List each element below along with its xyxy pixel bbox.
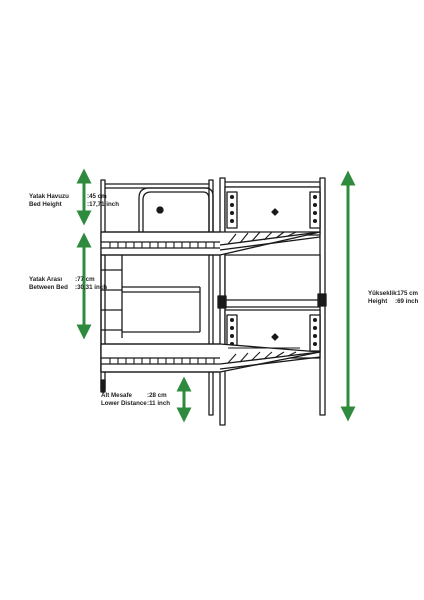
between-bed-en-row: Between Bed: 30,31 inch — [29, 284, 107, 291]
bed-height-tr-value: 45 cm — [89, 193, 107, 200]
lower-distance-tr-value: 28 cm — [149, 392, 167, 399]
dimension-arrows — [76, 168, 356, 423]
bed-height-en-name: Bed Height — [29, 201, 62, 208]
between-bed-tr-name: Yatak Arası — [29, 276, 63, 283]
height-en-row: Height: 69 inch — [368, 298, 419, 305]
lower-distance-en-value: 11 inch — [149, 400, 171, 407]
bed-height-en-row: Bed Height: 17,71 inch — [29, 201, 119, 208]
bed-height-tr-row: Yatak Havuzu: 45 cm — [29, 193, 107, 200]
height-en-value: 69 inch — [397, 298, 419, 305]
height-tr-row: Yükseklik: 175 cm — [368, 290, 419, 297]
upper-headboard — [224, 186, 321, 236]
left-foot — [100, 379, 106, 393]
height-tr-name: Yükseklik — [368, 290, 397, 297]
height-en-name: Height — [368, 298, 388, 305]
lower-bunk-slats — [109, 347, 300, 364]
lower-distance-label: Alt Mesafe: 28 cm Lower Distance: 11 inc… — [101, 392, 170, 408]
upper-bunk-slats — [109, 231, 297, 248]
upper-bunk-deck — [100, 231, 321, 256]
lower-distance-tr-row: Alt Mesafe: 28 cm — [101, 392, 167, 399]
lower-bunk-deck — [100, 343, 321, 373]
between-bed-tr-value: 77 cm — [77, 276, 95, 283]
between-bed-label: Yatak Arası: 77 cm Between Bed: 30,31 in… — [29, 276, 107, 292]
between-bed-en-name: Between Bed — [29, 284, 68, 291]
head-end-rails — [225, 181, 320, 188]
between-bed-en-value: 30,31 inch — [77, 284, 107, 291]
bed-height-label: Yatak Havuzu: 45 cm Bed Height: 17,71 in… — [29, 193, 119, 209]
middle-panel — [217, 254, 327, 309]
height-label: Yükseklik: 175 cm Height: 69 inch — [368, 290, 418, 306]
foot-end-posts — [100, 179, 214, 416]
lower-distance-tr-name: Alt Mesafe — [101, 392, 132, 399]
guard-rail — [138, 187, 214, 232]
bed-height-en-value: 17,71 inch — [89, 201, 119, 208]
bed-height-tr-name: Yatak Havuzu — [29, 193, 69, 200]
side-rail — [122, 286, 201, 333]
lower-distance-en-name: Lower Distance — [101, 400, 147, 407]
bunk-bed-frame — [100, 177, 327, 426]
between-bed-tr-row: Yatak Arası: 77 cm — [29, 276, 95, 283]
height-tr-value: 175 cm — [397, 290, 419, 297]
lower-distance-en-row: Lower Distance: 11 inch — [101, 400, 171, 407]
